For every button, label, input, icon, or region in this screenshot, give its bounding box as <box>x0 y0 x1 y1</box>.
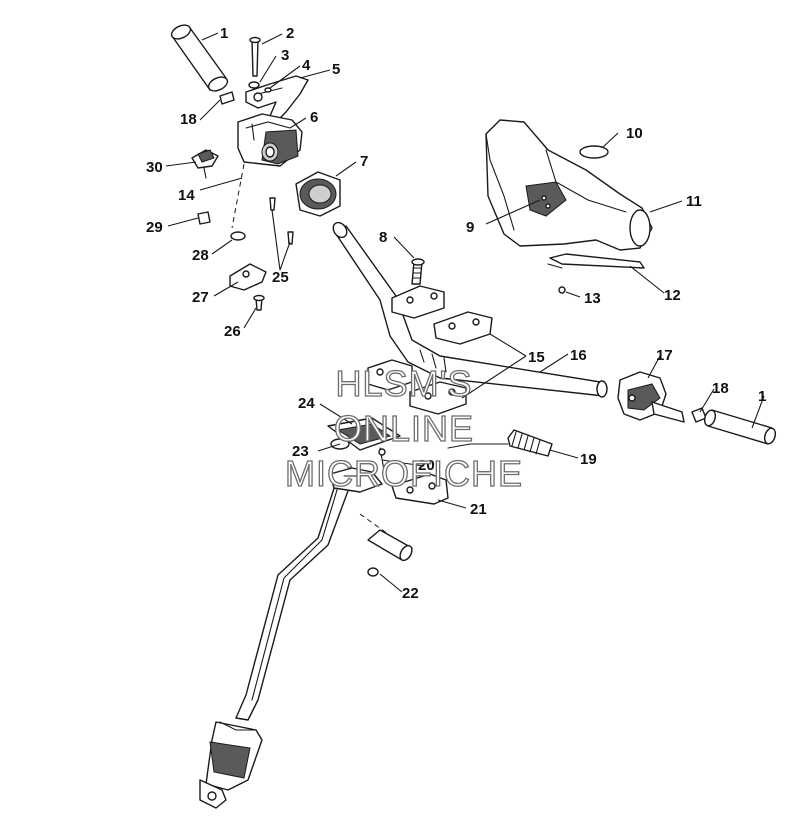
grommet-18-left <box>219 91 235 105</box>
callout-5: 5 <box>332 61 340 78</box>
callout-6: 6 <box>310 109 318 126</box>
nut-29 <box>197 211 211 225</box>
callout-numbers: 1 2 3 4 5 6 7 8 9 10 11 12 13 14 15 16 1… <box>146 25 766 602</box>
callout-29: 29 <box>146 219 163 236</box>
callout-2: 2 <box>286 25 294 42</box>
rivet-13 <box>558 286 566 294</box>
callout-18-left: 18 <box>180 111 197 128</box>
lower-clamp-15 <box>367 359 467 415</box>
steering-post <box>199 469 353 809</box>
left-grip-1 <box>170 24 229 92</box>
clamp-20 <box>329 447 386 493</box>
callout-25: 25 <box>272 269 289 286</box>
callout-11: 11 <box>686 193 702 210</box>
callout-16: 16 <box>570 347 587 364</box>
callout-18-right: 18 <box>712 380 729 397</box>
callout-15: 15 <box>528 349 545 366</box>
handlebar-16 <box>332 221 608 398</box>
callout-22: 22 <box>402 585 419 602</box>
watermark-line-2: ONLINE <box>334 408 474 449</box>
upper-clamp-15 <box>391 285 493 345</box>
callout-1-right: 1 <box>758 388 766 405</box>
screw-26 <box>253 294 265 311</box>
pin-2 <box>249 36 261 77</box>
grommet-18-right <box>691 407 707 423</box>
nut-3 <box>248 81 260 89</box>
callout-28: 28 <box>192 247 209 264</box>
screws-25 <box>269 197 294 245</box>
pad-11 <box>485 119 653 251</box>
callout-23: 23 <box>292 443 309 460</box>
callout-13: 13 <box>584 290 601 307</box>
callout-12: 12 <box>664 287 681 304</box>
callout-4: 4 <box>302 57 311 74</box>
bolt-8 <box>411 258 425 285</box>
callout-19: 19 <box>580 451 597 468</box>
callout-26: 26 <box>224 323 241 340</box>
trim-12 <box>547 253 645 269</box>
switch-30 <box>191 149 219 179</box>
bracket-21 <box>391 473 449 505</box>
sleeve-22 <box>359 513 413 577</box>
washer-28 <box>230 231 246 241</box>
right-grip-1 <box>703 409 777 445</box>
callout-3: 3 <box>281 47 289 64</box>
callout-1-left: 1 <box>220 25 228 42</box>
callout-17: 17 <box>656 347 673 364</box>
callout-8: 8 <box>379 229 387 246</box>
control-17 <box>617 371 685 423</box>
plate-27 <box>229 263 267 291</box>
watermark-line-3: MICROFICHE <box>285 453 523 494</box>
callout-27: 27 <box>192 289 209 306</box>
callout-20: 20 <box>418 457 435 474</box>
watermark-line-1: HLSM'S <box>336 363 473 404</box>
callout-14: 14 <box>178 187 195 204</box>
callout-21: 21 <box>470 501 487 518</box>
callout-10: 10 <box>626 125 643 142</box>
leader-lines <box>165 32 765 593</box>
callout-30: 30 <box>146 159 163 176</box>
watermark: HLSM'S ONLINE MICROFICHE <box>284 362 523 494</box>
washer-4 <box>264 87 272 93</box>
callout-24: 24 <box>298 395 315 412</box>
decal-10 <box>579 145 609 159</box>
cover-7 <box>295 171 341 217</box>
callout-7: 7 <box>360 153 368 170</box>
throttle-housing-6 <box>231 113 303 229</box>
clamp-plate-24 <box>327 417 401 451</box>
callout-9: 9 <box>466 219 474 236</box>
